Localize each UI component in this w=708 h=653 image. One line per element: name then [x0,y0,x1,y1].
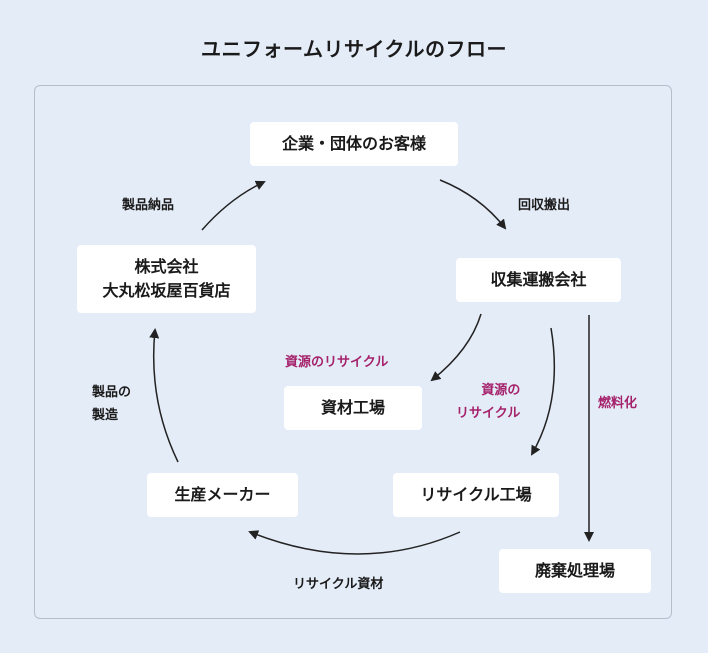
label-manufacture: 製品の 製造 [92,385,132,423]
node-transport: 収集運搬会社 [456,258,621,302]
label-resource-recycle-left: 資源のリサイクル [285,355,389,370]
label-resource-recycle-center: 資源の リサイクル [456,383,521,421]
node-daimaru: 株式会社 大丸松坂屋百貨店 [77,245,256,313]
label-fuel: 燃料化 [598,396,638,411]
arrow-customer-to-transport [439,179,507,230]
label-recycled-material: リサイクル資材 [293,577,384,592]
diagram-frame [34,85,672,619]
diagram-title: ユニフォームリサイクルのフロー [201,37,507,61]
node-recycle-factory: リサイクル工場 [393,473,559,517]
node-customer: 企業・団体のお客様 [250,122,458,166]
label-collection: 回収搬出 [518,198,571,213]
arrow-maker-to-daimaru [149,328,179,463]
node-maker: 生産メーカー [147,473,298,517]
arrow-daimaru-to-customer [201,180,266,231]
arrow-transport-to-recycle-factory [531,327,556,456]
node-material-factory: 資材工場 [284,386,422,430]
arrow-transport-to-material-factory [430,313,482,382]
arrow-recycle-factory-to-maker [248,530,461,555]
node-disposal: 廃棄処理場 [499,549,651,593]
label-delivery: 製品納品 [122,198,175,213]
